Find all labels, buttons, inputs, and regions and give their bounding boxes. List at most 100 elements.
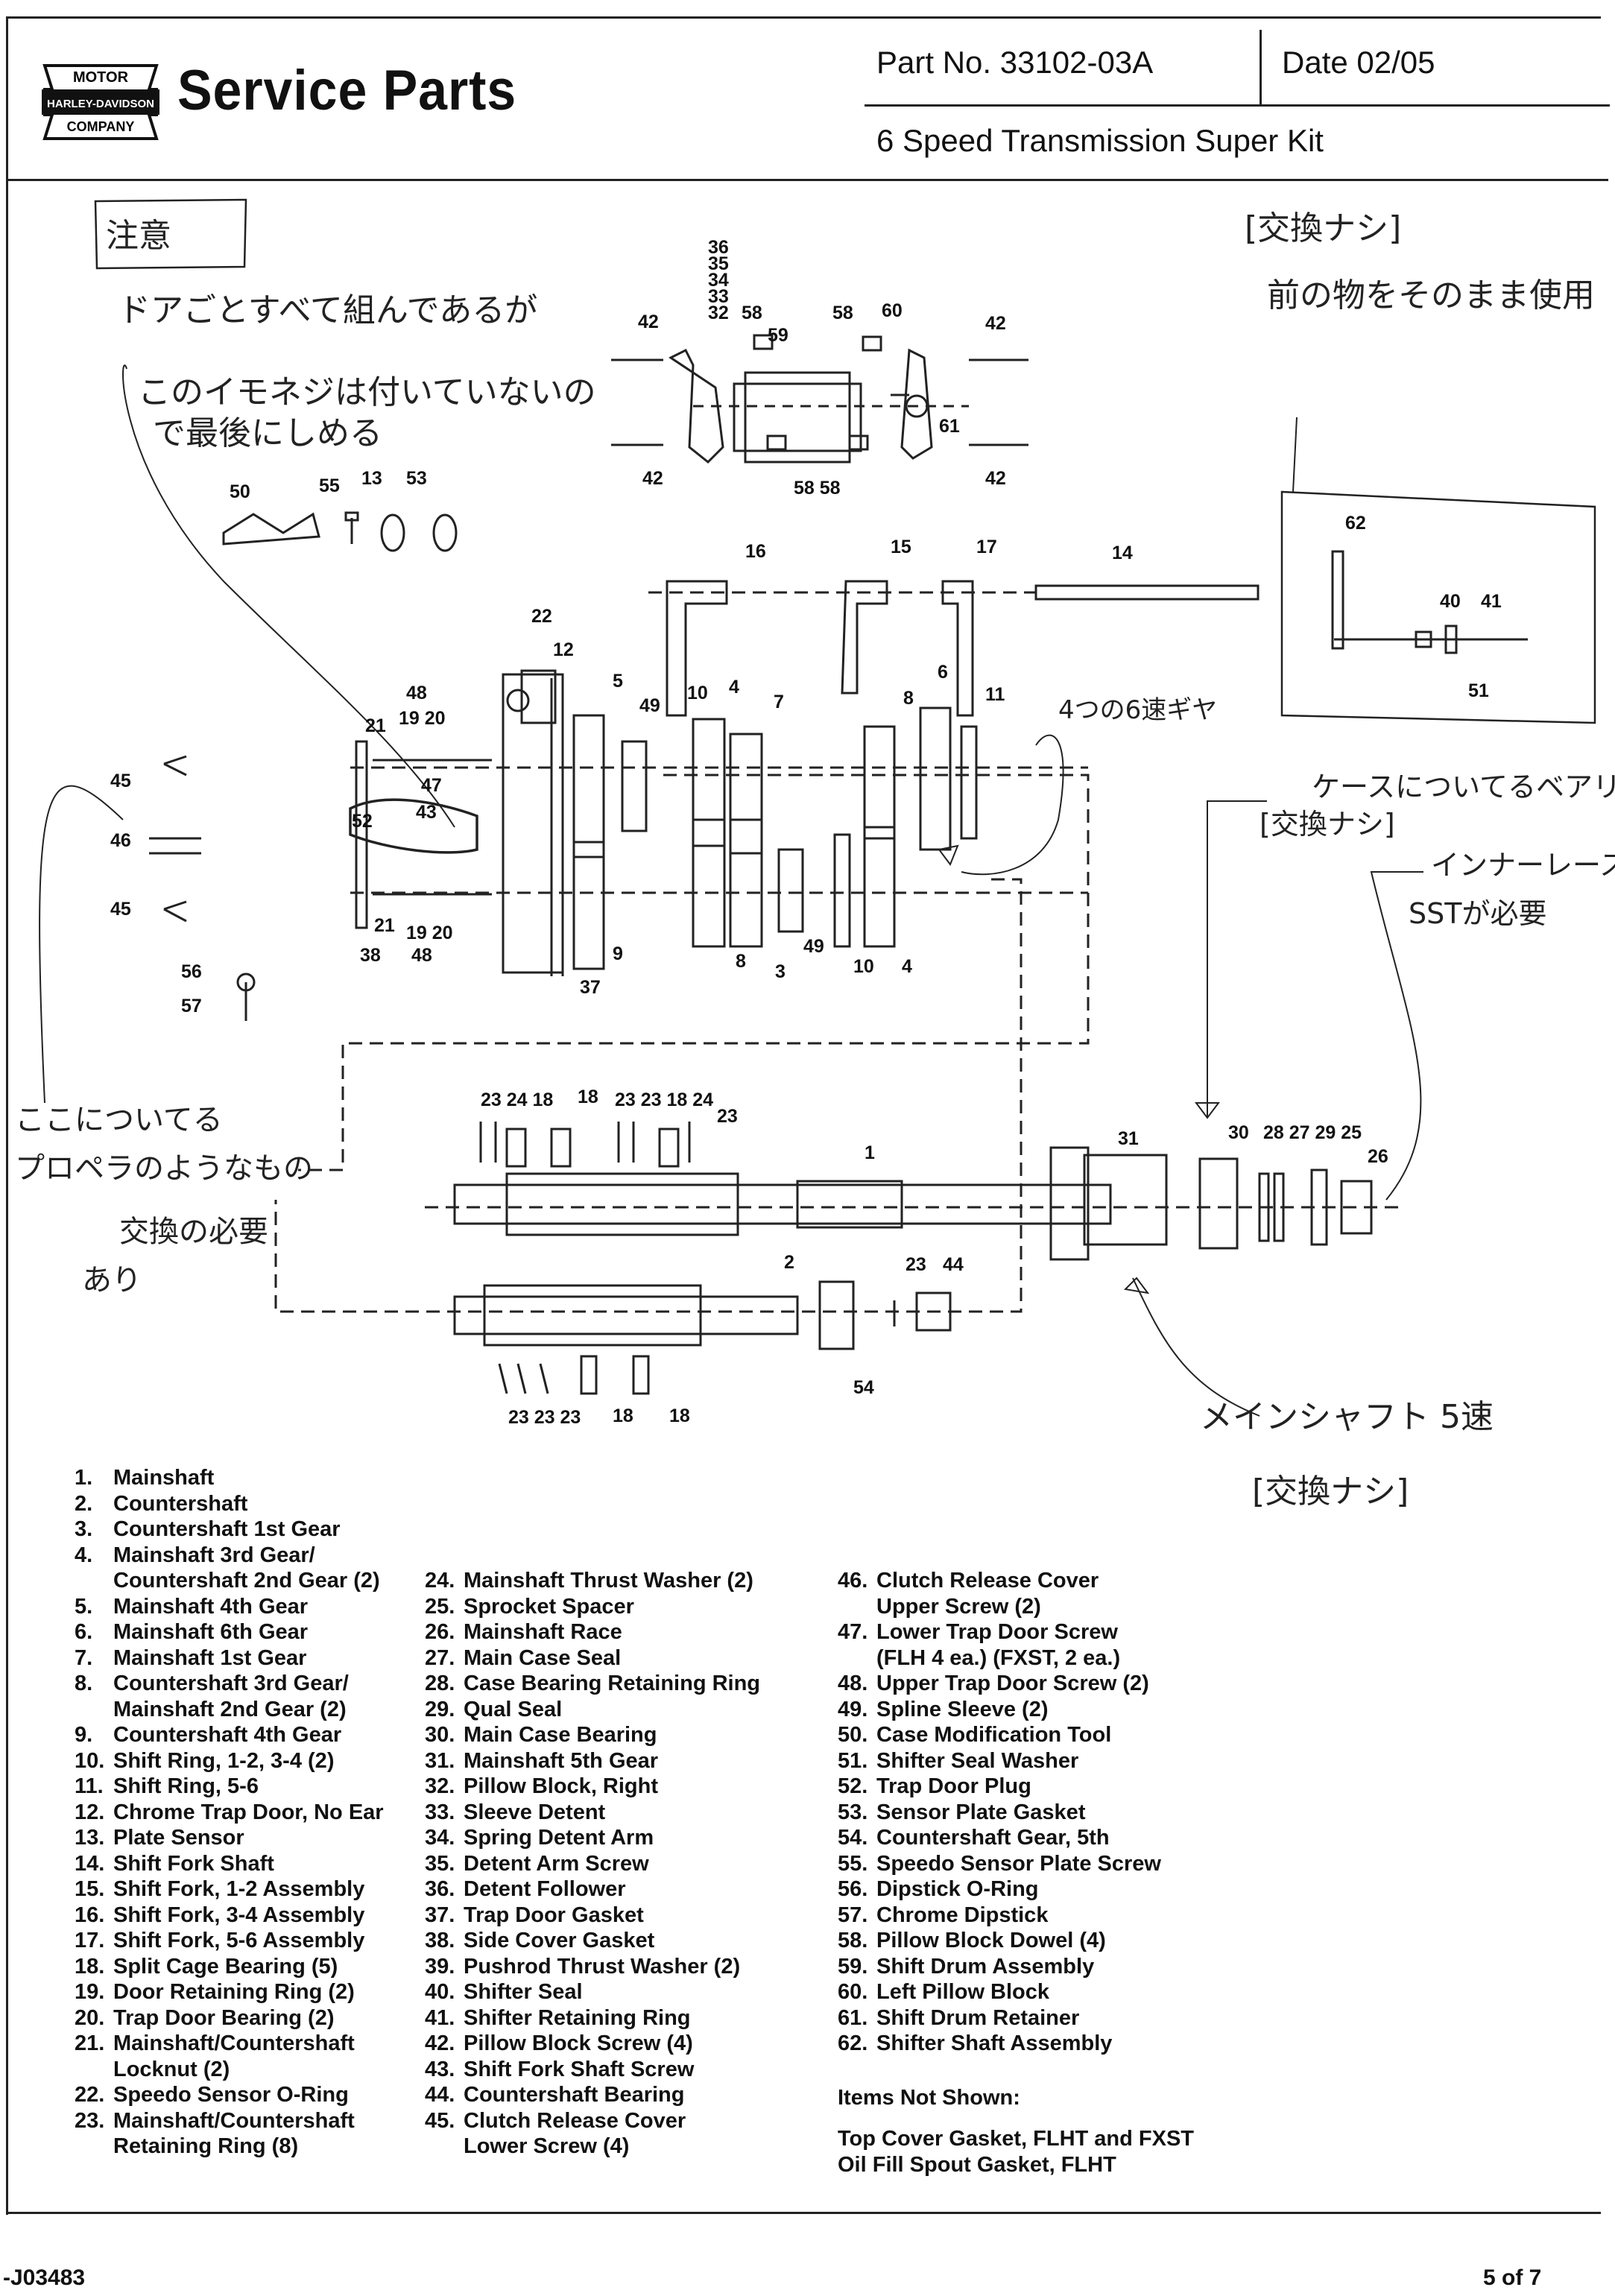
legend-item-label: Sprocket Spacer <box>464 1594 634 1619</box>
legend-item-number: 39. <box>425 1954 455 1979</box>
callout-35: 35 <box>708 253 729 274</box>
legend-item-label: Mainshaft 6th Gear <box>113 1620 309 1644</box>
legend-item: 23.Mainshaft/Countershaft <box>75 2108 384 2134</box>
callout-18b: 18 <box>613 1405 633 1426</box>
legend-item: 14.Shift Fork Shaft <box>75 1851 384 1877</box>
callout-13: 13 <box>361 468 382 489</box>
note-inner-race: インナーレース <box>1431 849 1615 882</box>
legend-item-number: 17. <box>75 1929 105 1952</box>
items-not-shown-line: Oil Fill Spout Gasket, FLHT <box>838 2153 1116 2177</box>
note-attention: 注意 <box>106 217 171 255</box>
legend-item-number: 29. <box>425 1697 455 1721</box>
callout-41: 41 <box>1481 591 1502 612</box>
legend-item-label: Detent Arm Screw <box>464 1851 649 1876</box>
legend-item-label: Shift Drum Retainer <box>876 2005 1080 2030</box>
callout-42b: 42 <box>985 313 1006 334</box>
callout-61: 61 <box>939 416 960 437</box>
legend-item-number: 20. <box>75 2005 105 2030</box>
callout-58-58: 58 58 <box>794 478 841 499</box>
legend-item-label: Mainshaft 5th Gear <box>464 1748 659 1773</box>
legend-item: 51.Shifter Seal Washer <box>838 1748 1161 1774</box>
legend-item-number: 6. <box>75 1620 93 1644</box>
callout-18a: 18 <box>578 1087 598 1107</box>
legend-item-label: Shifter Retaining Ring <box>464 2005 691 2030</box>
legend-item-label: Clutch Release Cover <box>876 1569 1099 1593</box>
legend-item: 61. Shift Drum Retainer <box>838 2005 1161 2031</box>
callout-8a: 8 <box>903 688 914 709</box>
legend-item-label: Shift Fork, 5-6 Assembly <box>113 1929 365 1952</box>
legend-item-label: Split Cage Bearing (5) <box>113 1954 338 1979</box>
callout-48b: 48 <box>411 945 432 966</box>
legend-item-label: Shifter Shaft Assembly <box>876 2031 1113 2055</box>
legend-item-label: Countershaft Gear, 5th <box>876 1826 1110 1850</box>
legend-item-label: Upper Trap Door Screw (2) <box>876 1672 1149 1695</box>
legend-item-number: 13. <box>75 1826 105 1850</box>
legend-item-label: Shift Fork, 3-4 Assembly <box>113 1903 365 1927</box>
callout-21a: 21 <box>365 715 386 736</box>
legend-item-label: Sensor Plate Gasket <box>876 1800 1086 1824</box>
legend-item-number: 4. <box>75 1543 93 1567</box>
legend-item-label: Door Retaining Ring (2) <box>113 1980 355 2004</box>
legend-item-number: 54. <box>838 1826 868 1850</box>
callout-10b: 10 <box>853 956 874 977</box>
legend-item-label: Mainshaft/Countershaft <box>113 2108 355 2133</box>
legend-item-label: Spring Detent Arm <box>464 1826 654 1850</box>
legend-item: 2.Countershaft <box>75 1491 384 1517</box>
legend-item-number: 58. <box>838 1929 868 1952</box>
legend-item-label: Countershaft 1st Gear <box>113 1517 341 1541</box>
legend-item: 35.Detent Arm Screw <box>425 1851 760 1877</box>
items-not-shown: Items Not Shown: Top Cover Gasket, FLHT … <box>838 2085 1194 2178</box>
legend-item: 25. Sprocket Spacer <box>425 1594 760 1620</box>
legend-item-number: 7. <box>75 1645 93 1670</box>
callout-42d: 42 <box>985 468 1006 489</box>
shift-drum-assembly <box>611 334 1028 464</box>
logo-text-middle: HARLEY-DAVIDSON <box>47 98 154 110</box>
legend-item-label: Plate Sensor <box>113 1826 244 1850</box>
legend-item-number: 61. <box>838 2005 868 2030</box>
legend-item: 44.Countershaft Bearing <box>425 2082 760 2108</box>
legend-item: 45.Clutch Release Cover <box>425 2108 760 2134</box>
legend-item-number: 46. <box>838 1569 868 1593</box>
legend-item: 41.Shifter Retaining Ring <box>425 2005 760 2031</box>
legend-item-label: Left Pillow Block <box>876 1980 1050 2004</box>
note-mainshaft-5th: メインシャフト 5速 <box>1200 1398 1494 1436</box>
legend-item: 3.Countershaft 1st Gear <box>75 1517 384 1543</box>
legend-item-number: 52. <box>838 1774 868 1798</box>
legend-item-label: Pillow Block, Right <box>464 1774 659 1798</box>
legend-item: 33.Sleeve Detent <box>425 1800 760 1826</box>
legend-item: 13. Plate Sensor <box>75 1825 384 1851</box>
legend-item: 6. Mainshaft 6th Gear <box>75 1619 384 1645</box>
legend-item-number: 25. <box>425 1594 455 1619</box>
callout-14: 14 <box>1112 543 1133 563</box>
legend-item-label: Mainshaft 1st Gear <box>113 1645 307 1670</box>
legend-item-number: 44. <box>425 2083 455 2107</box>
legend-item-number: 8. <box>75 1672 93 1695</box>
callout-1: 1 <box>865 1142 875 1163</box>
note-tighten-last: で最後にしめる <box>153 414 382 452</box>
legend-item-number: 53. <box>838 1800 868 1824</box>
legend-item-number: 2. <box>75 1491 93 1516</box>
callout-49a: 49 <box>639 695 660 716</box>
legend-item: 43.Shift Fork Shaft Screw <box>425 2057 760 2083</box>
callout-40: 40 <box>1440 591 1461 612</box>
page-frame-bottom <box>6 2212 1601 2214</box>
legend-item-continuation: Retaining Ring (8) <box>113 2134 299 2158</box>
callout-62: 62 <box>1345 513 1366 534</box>
callout-55: 55 <box>319 475 340 496</box>
legend-item-number: 22. <box>75 2083 105 2107</box>
legend-item: 37.Trap Door Gasket <box>425 1903 760 1929</box>
legend-item-label: Mainshaft Race <box>464 1620 622 1644</box>
legend-item: 40.Shifter Seal <box>425 1979 760 2005</box>
callout-8b: 8 <box>736 951 746 972</box>
legend-item-label: Shift Fork Shaft Screw <box>464 2057 695 2081</box>
legend-item: 16.Shift Fork, 3-4 Assembly <box>75 1903 384 1929</box>
callout-59: 59 <box>768 325 788 346</box>
legend-item: 56.Dipstick O-Ring <box>838 1876 1161 1903</box>
note-propeller-like-part: プロペラのようなもの <box>15 1151 313 1186</box>
note-must-replace: 交換の必要 <box>119 1215 268 1249</box>
legend-item-number: 1. <box>75 1466 93 1490</box>
legend-item: 46. Clutch Release Cover <box>838 1568 1161 1594</box>
legend-item-number: 12. <box>75 1800 105 1824</box>
page-number: 5 of 7 <box>1483 2265 1542 2290</box>
callout-23b: 23 <box>906 1254 926 1275</box>
